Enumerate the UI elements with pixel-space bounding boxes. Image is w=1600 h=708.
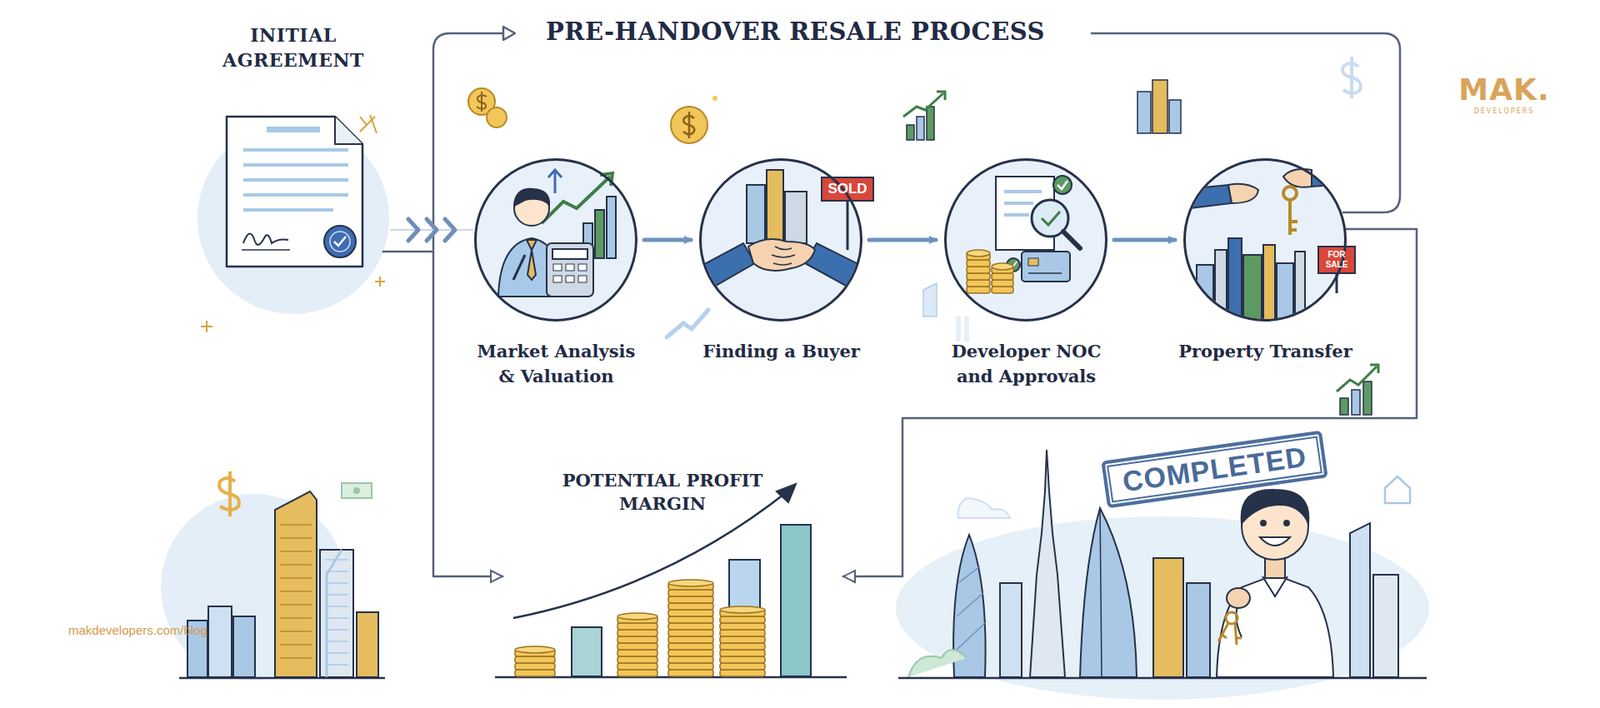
- node-text: POTENTIAL PROFIT MARGIN: [520, 469, 805, 516]
- step-circle: Developer NOC and Approvals: [944, 158, 1108, 322]
- profit-chart-node: POTENTIAL PROFIT MARGIN: [504, 464, 842, 680]
- city-illustration: [160, 471, 385, 681]
- logo-text: MAK.: [1441, 71, 1567, 109]
- sign-text: FOR SALE: [1318, 247, 1355, 273]
- node-text: Finding a Buyer: [691, 339, 871, 365]
- connector-arrow: [869, 240, 936, 241]
- step-circle: Market Analysis & Valuation: [474, 158, 638, 322]
- connector-arrow: [383, 251, 503, 577]
- agreement-illustration: [197, 116, 390, 315]
- watermark: makdevelopers.com/blog: [68, 621, 260, 640]
- connector-arrow: [843, 229, 1417, 577]
- coin-stack: [966, 250, 1014, 294]
- transfer-illustration: [1176, 163, 1355, 325]
- step-circle: Property Transfer: [1183, 158, 1347, 322]
- diagram-title: PRE-HANDOVER RESALE PROCESS: [545, 17, 1045, 46]
- connector-arrow: [644, 240, 691, 241]
- node-text: INITIAL AGREEMENT: [201, 22, 385, 73]
- logo-subtext: DEVELOPERS: [1441, 106, 1567, 117]
- analyst-illustration: [498, 170, 616, 297]
- agreement-node: INITIAL AGREEMENT: [197, 122, 390, 315]
- handshake-illustration: [696, 170, 874, 290]
- node-text: Market Analysis & Valuation: [466, 339, 646, 390]
- sign-text: SOLD: [821, 177, 874, 201]
- connector-arrow: [1114, 240, 1175, 241]
- window-grid: [280, 525, 349, 665]
- coin-stack: [515, 580, 765, 677]
- node-text: Developer NOC and Approvals: [936, 339, 1116, 390]
- node-text: COMPLETED: [1120, 440, 1309, 499]
- node-text: Property Transfer: [1175, 339, 1355, 365]
- completed-stamp: COMPLETED: [1100, 430, 1328, 509]
- connector-arrow: [390, 219, 474, 241]
